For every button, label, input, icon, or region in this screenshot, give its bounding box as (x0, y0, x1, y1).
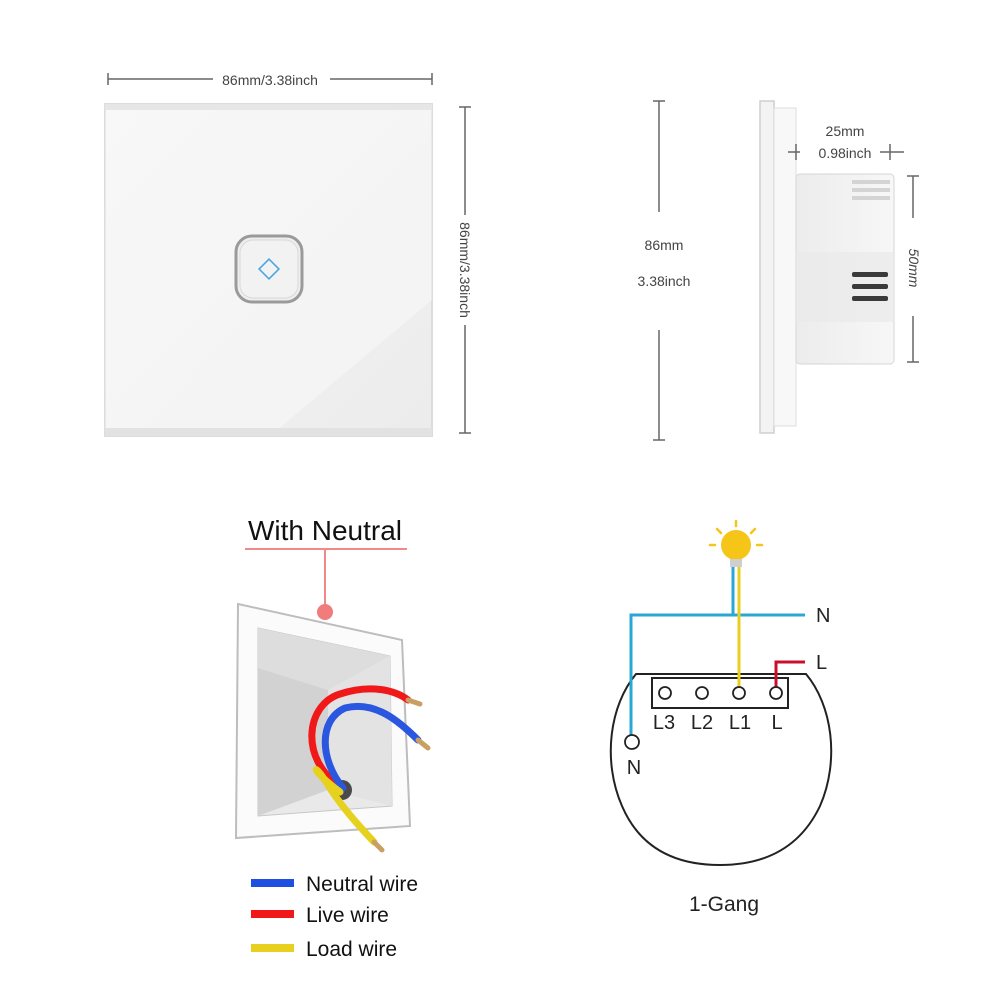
vent-slots-top (852, 180, 890, 200)
terminal-screws (624, 686, 783, 750)
live-line-label: L (816, 652, 827, 674)
terminal-label-l: L (771, 712, 782, 734)
diagram-caption: 1-Gang (689, 893, 759, 916)
box-height-dimension (907, 175, 919, 363)
switch-side-plate (759, 100, 775, 434)
terminal-label-n: N (627, 757, 641, 779)
box-height-label: 50mm (906, 249, 922, 288)
lightbulb-icon (708, 519, 764, 567)
terminal-block (651, 677, 789, 709)
neutral-wire-drawing (321, 702, 422, 792)
side-height-inch-label: 3.38inch (638, 273, 691, 289)
front-width-label: 86mm/3.38inch (222, 72, 318, 88)
neutral-line (629, 613, 805, 742)
wiring-diagram: L3 L2 L1 L N N L 1-Gang (609, 519, 833, 916)
legend-label-live: Live wire (306, 904, 389, 927)
side-height-mm-label: 86mm (645, 237, 684, 253)
legend-swatch-neutral (251, 879, 294, 887)
switch-module-outline (609, 673, 833, 867)
neutral-line-label: N (816, 605, 830, 627)
diamond-indicator-icon (257, 257, 281, 281)
front-height-label: 86mm/3.38inch (457, 222, 473, 318)
terminal-label-l1: L1 (729, 712, 751, 734)
front-width-dimension (107, 73, 433, 85)
legend-label-neutral: Neutral wire (306, 873, 418, 896)
legend-swatch-live (251, 910, 294, 918)
depth-inch-label: 0.98inch (819, 145, 872, 161)
side-height-dimension (653, 100, 665, 441)
load-wire-drawing (312, 766, 378, 846)
pointer-dot (317, 604, 333, 620)
neutral-section-title: With Neutral (248, 515, 402, 546)
legend-swatch-load (251, 944, 294, 952)
legend-label-load: Load wire (306, 938, 397, 961)
terminal-label-l3: L3 (653, 712, 675, 734)
front-height-dimension (459, 106, 471, 434)
neutral-section: With Neutral Neutral wire Live wire Load… (234, 515, 431, 961)
terminal-label-l2: L2 (691, 712, 713, 734)
wire-legend: Neutral wire Live wire Load wire (251, 873, 418, 961)
depth-mm-label: 25mm (826, 123, 865, 139)
side-view: 86mm 3.38inch 25mm 0.98inch (638, 100, 922, 441)
live-line (774, 660, 805, 693)
vent-slots-middle (852, 272, 888, 301)
front-view: 86mm/3.38inch 86mm/3.38inch (104, 72, 473, 437)
depth-dimension (788, 144, 904, 160)
live-wire-drawing (308, 685, 412, 790)
